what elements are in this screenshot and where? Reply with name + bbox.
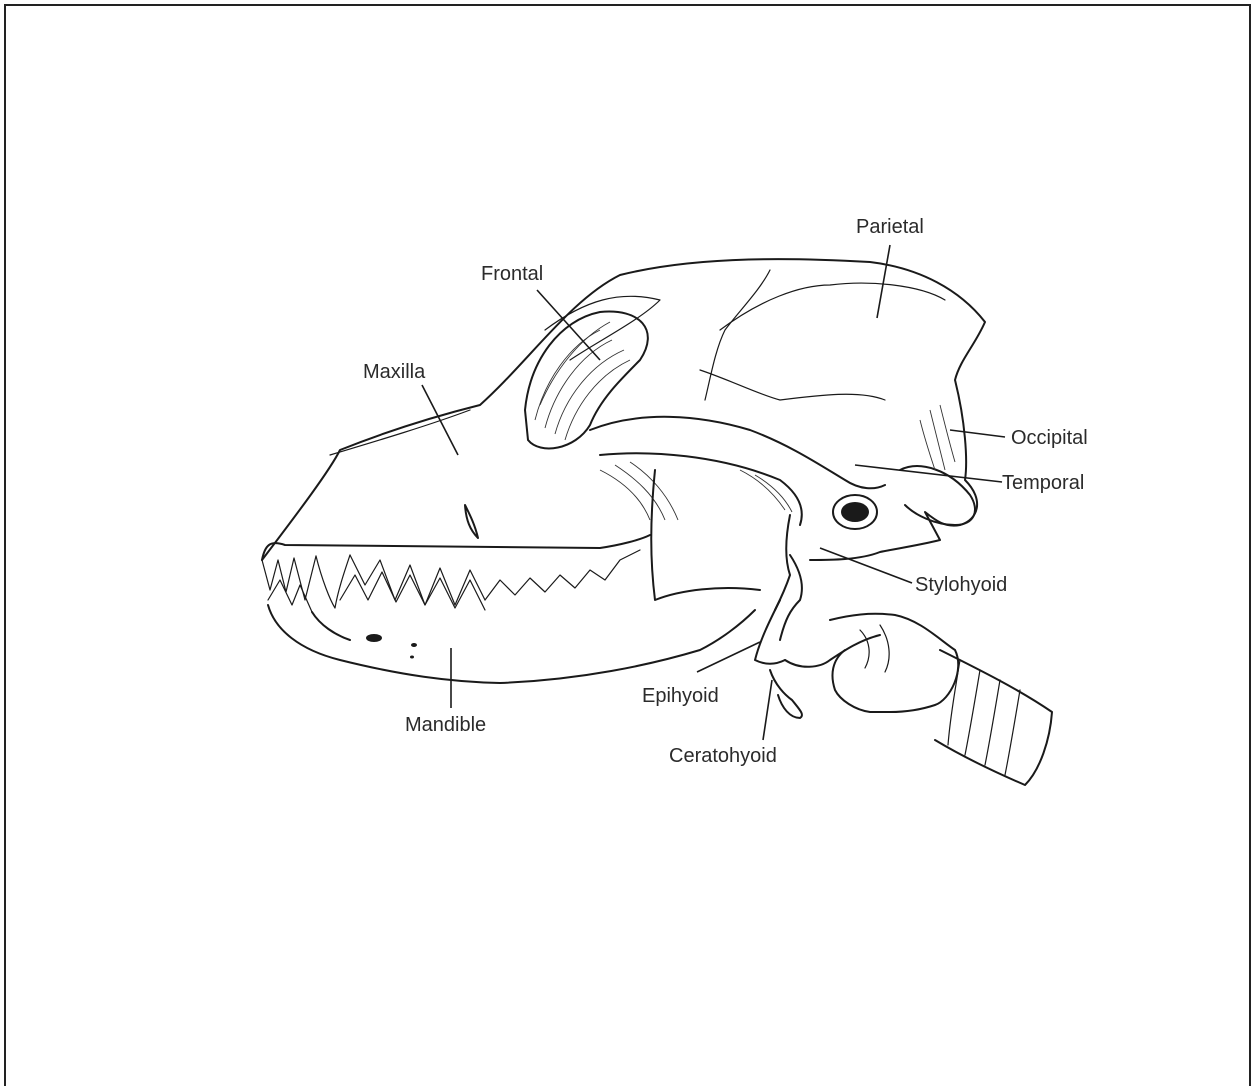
label-frontal: Frontal	[481, 264, 543, 284]
ceratohyoid-bone	[770, 670, 802, 718]
leader-ceratohyoid	[763, 680, 772, 740]
mandible-outline	[268, 605, 755, 683]
lower-teeth	[268, 572, 485, 612]
epihyoid-bone	[755, 600, 785, 664]
stylohyoid-bone	[780, 555, 802, 640]
label-stylohyoid: Stylohyoid	[915, 575, 1007, 595]
label-occipital: Occipital	[1011, 428, 1088, 448]
orbit-region	[525, 312, 648, 449]
label-temporal: Temporal	[1002, 473, 1084, 493]
leader-stylohyoid	[820, 548, 912, 583]
label-mandible: Mandible	[405, 715, 486, 735]
label-parietal: Parietal	[856, 217, 924, 237]
larynx	[830, 614, 958, 712]
label-ceratohyoid: Ceratohyoid	[669, 746, 777, 766]
label-maxilla: Maxilla	[363, 362, 425, 382]
label-epihyoid: Epihyoid	[642, 686, 719, 706]
leader-parietal	[877, 245, 890, 318]
maxilla-outline	[262, 535, 650, 560]
leader-occipital	[950, 430, 1005, 437]
